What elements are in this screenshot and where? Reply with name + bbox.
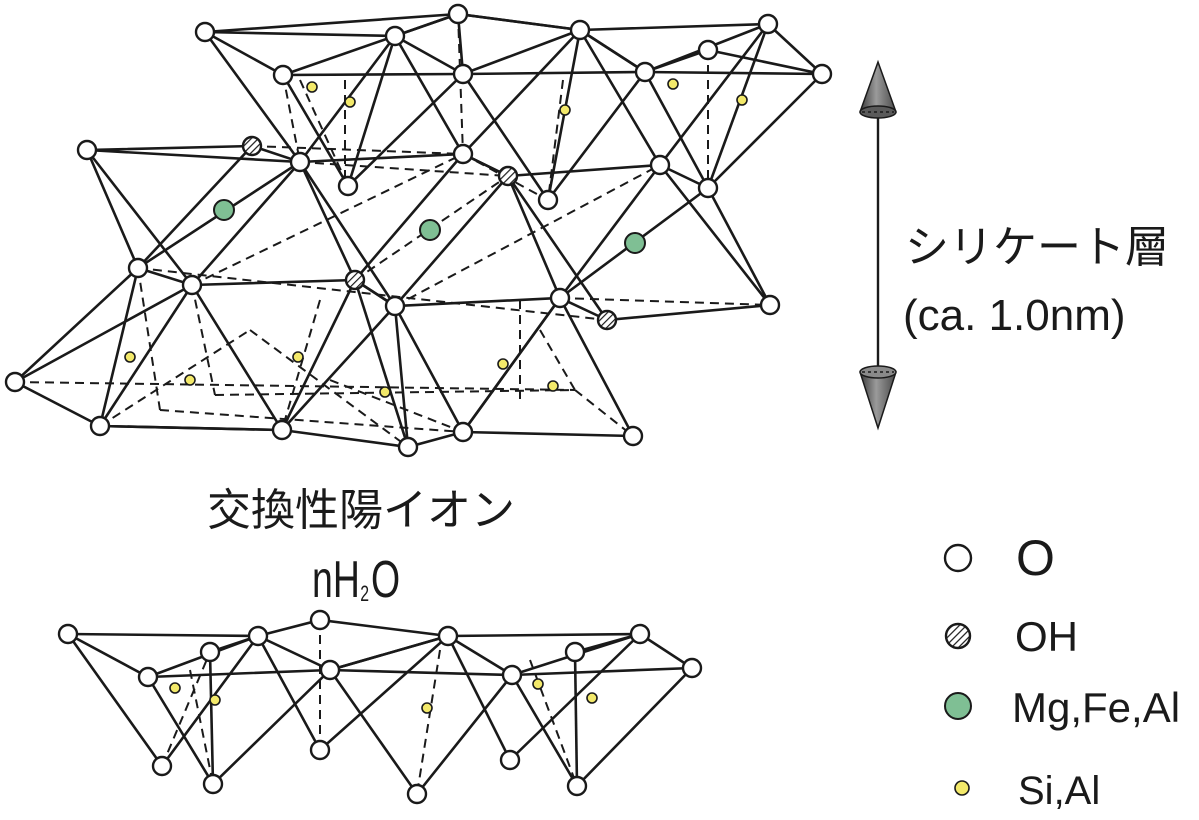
water-label-subscript: 2: [360, 583, 369, 607]
upper-bottom-tetrahedral-hidden-edges: [14, 267, 634, 448]
water-label: n H 2 O: [312, 550, 400, 609]
legend-octahedral-symbol: [944, 692, 972, 720]
legend-tetrahedral-label: Si,Al: [1018, 769, 1100, 813]
legend-hydroxyl-symbol: [944, 622, 972, 650]
upper-silicate-layer: [4, 3, 833, 458]
layer-thickness-arrow: [859, 59, 897, 431]
lower-oxygen-atoms: [57, 609, 703, 805]
lower-sheet-hidden-edges: [161, 620, 578, 795]
upper-top-tetrahedral-hidden-edges: [282, 13, 709, 201]
upper-oxygen-atoms: [4, 3, 833, 458]
water-label-h: H: [333, 550, 360, 609]
water-label-o: O: [371, 550, 400, 609]
upper-octahedral-cations: [213, 199, 646, 254]
lower-tetrahedral-cations: [169, 678, 598, 714]
upper-hydroxyl-groups: [241, 135, 618, 331]
upper-bottom-tetrahedral-edges: [14, 264, 635, 449]
lower-silicate-sheet: [57, 609, 703, 805]
legend: O OH Mg,Fe,Al Si,Al: [943, 530, 1180, 813]
upper-tetrahedral-cations: [124, 78, 748, 398]
water-label-n: n: [312, 550, 333, 609]
layer-thickness-label: (ca. 1.0nm): [903, 291, 1126, 340]
legend-item-octahedral: Mg,Fe,Al: [944, 684, 1180, 731]
legend-item-tetrahedral: Si,Al: [954, 769, 1100, 813]
legend-oxygen-label: O: [1016, 530, 1055, 586]
silicate-layer-label: シリケート層: [905, 223, 1169, 272]
legend-octahedral-label: Mg,Fe,Al: [1012, 684, 1180, 731]
legend-tetrahedral-symbol: [954, 780, 970, 796]
legend-item-hydroxyl: OH: [944, 613, 1078, 660]
exchangeable-cation-label: 交換性陽イオン: [207, 486, 515, 535]
legend-hydroxyl-label: OH: [1015, 613, 1078, 660]
legend-item-oxygen: O: [943, 530, 1055, 586]
legend-oxygen-symbol: [943, 543, 973, 573]
